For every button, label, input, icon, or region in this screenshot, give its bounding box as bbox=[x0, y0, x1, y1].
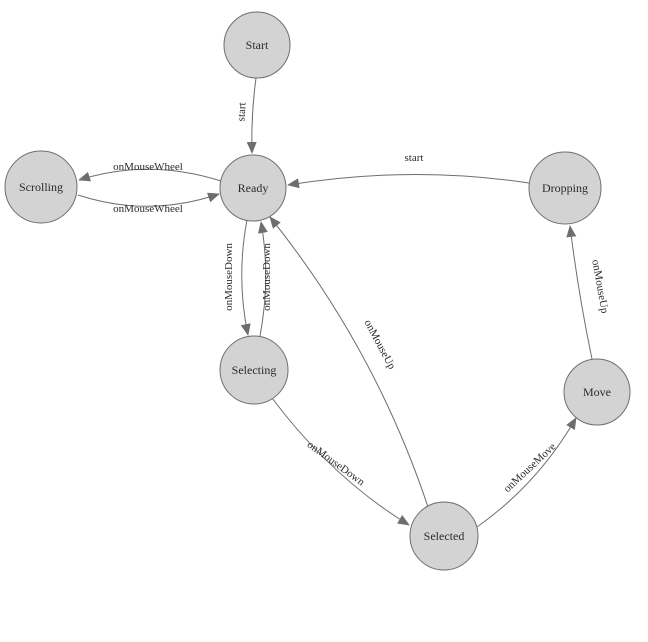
node-circle-scrolling[interactable] bbox=[4, 150, 78, 224]
edge-start-to-ready[interactable] bbox=[246, 77, 257, 154]
node-circle-dropping[interactable] bbox=[528, 151, 602, 225]
node-dropping[interactable]: Dropping bbox=[528, 151, 602, 225]
node-label-move: Move bbox=[583, 385, 611, 399]
edge-label-scrolling-to-ready: onMouseWheel bbox=[113, 203, 183, 215]
node-label-scrolling: Scrolling bbox=[19, 180, 63, 194]
edge-label-ready-to-selecting: onMouseDown bbox=[223, 243, 235, 311]
node-label-dropping: Dropping bbox=[542, 181, 588, 195]
edge-label-dropping-to-ready: start bbox=[405, 152, 424, 164]
node-label-ready: Ready bbox=[238, 181, 269, 195]
edge-selected-to-move[interactable] bbox=[476, 417, 577, 528]
node-circle-ready[interactable] bbox=[219, 154, 287, 222]
node-circle-selected[interactable] bbox=[409, 501, 479, 571]
edge-ready-to-scrolling[interactable] bbox=[78, 168, 222, 182]
node-circle-move[interactable] bbox=[563, 358, 631, 426]
edge-label-ready-to-scrolling: onMouseWheel bbox=[113, 161, 183, 173]
edge-selected-to-ready[interactable] bbox=[269, 216, 429, 508]
edge-selecting-to-ready[interactable] bbox=[258, 221, 268, 337]
node-selected[interactable]: Selected bbox=[409, 501, 479, 571]
edge-dropping-to-ready[interactable] bbox=[287, 174, 530, 189]
edge-label-start-to-ready: start bbox=[236, 102, 249, 122]
node-start[interactable]: Start bbox=[223, 11, 291, 79]
edge-label-selected-to-move: onMouseMove bbox=[502, 441, 559, 495]
node-circle-start[interactable] bbox=[223, 11, 291, 79]
node-circle-selecting[interactable] bbox=[219, 335, 289, 405]
node-selecting[interactable]: Selecting bbox=[219, 335, 289, 405]
edge-scrolling-to-ready[interactable] bbox=[77, 192, 220, 207]
node-move[interactable]: Move bbox=[563, 358, 631, 426]
edges-layer: start onMouseWheel onMouseWheel start onMous… bbox=[77, 77, 611, 528]
edge-ready-to-selecting[interactable] bbox=[240, 219, 251, 336]
edge-label-selecting-to-ready: onMouseDown bbox=[261, 243, 273, 311]
edge-move-to-dropping[interactable] bbox=[566, 225, 593, 360]
node-scrolling[interactable]: Scrolling bbox=[4, 150, 78, 224]
node-label-selected: Selected bbox=[424, 529, 465, 543]
node-label-selecting: Selecting bbox=[232, 363, 277, 377]
node-ready[interactable]: Ready bbox=[219, 154, 287, 222]
edge-label-move-to-dropping: onMouseUp bbox=[589, 259, 610, 315]
edge-label-selecting-to-selected: onMouseDown bbox=[305, 439, 367, 489]
edge-selecting-to-selected[interactable] bbox=[271, 397, 410, 526]
node-label-start: Start bbox=[246, 38, 269, 52]
